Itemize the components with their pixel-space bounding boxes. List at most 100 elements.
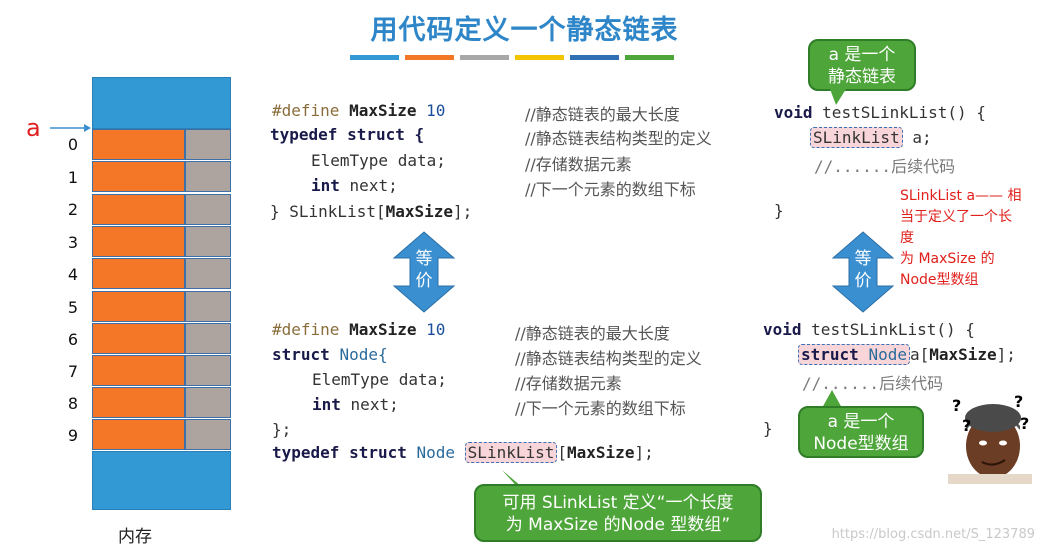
- memory-cell-next: [185, 194, 231, 225]
- code-line-typedef: typedef struct {: [270, 125, 425, 144]
- memory-cell-data: [92, 387, 185, 418]
- memory-index: 0: [67, 135, 79, 154]
- code-token: 10: [426, 101, 446, 120]
- equivalent-label-char: 价: [854, 271, 872, 291]
- node-array-bubble-pointer: [822, 390, 842, 408]
- right-code-line-func: void testSLinkList() {: [774, 103, 986, 122]
- code-line-data: ElemType data;: [311, 151, 446, 170]
- note-line: 当于定义了一个长: [900, 209, 1012, 225]
- code-token: } SLinkList[: [270, 202, 386, 221]
- equivalent-label: 等 价: [831, 248, 895, 292]
- memory-index: 3: [67, 233, 79, 252]
- equivalent-label: 等 价: [392, 248, 456, 292]
- code-line-next: int next;: [312, 395, 399, 414]
- memory-index: 8: [67, 394, 79, 413]
- right-code-line-comment: //......后续代码: [814, 157, 956, 176]
- right-code-line-close: }: [763, 419, 773, 438]
- highlight-slinklist: SLinkList: [464, 442, 558, 463]
- memory-cell-next: [185, 226, 231, 257]
- question-mark: ?: [952, 396, 962, 415]
- code-token: void: [763, 320, 802, 339]
- equivalent-label-char: 等: [854, 249, 872, 269]
- memory-cell-data: [92, 419, 185, 450]
- code-token: Node: [868, 345, 907, 364]
- bubble-line: 静态链表: [828, 67, 896, 87]
- code-line-next: int next;: [311, 176, 398, 195]
- code-token: MaxSize: [929, 345, 997, 364]
- memory-cell-data: [92, 258, 185, 289]
- code-line-data: ElemType data;: [312, 370, 447, 389]
- code-comment: //静态链表结构类型的定义: [525, 129, 712, 148]
- question-mark: ?: [1014, 392, 1024, 411]
- memory-cell-data: [92, 355, 185, 386]
- right-code-line-comment: //......后续代码: [802, 374, 944, 393]
- highlight-struct-node: struct Node: [798, 344, 910, 365]
- code-comment: //静态链表的最大长度: [515, 324, 670, 343]
- code-line-define: #define MaxSize 10: [272, 101, 445, 120]
- question-mark: ?: [962, 416, 972, 435]
- note-line: Node型数组: [900, 272, 979, 288]
- accent-bar: [460, 55, 509, 60]
- code-token: typedef struct: [272, 443, 407, 462]
- code-line-typedef: typedef struct Node SLinkList[MaxSize];: [272, 442, 654, 463]
- memory-cell-next: [185, 419, 231, 450]
- question-mark: ?: [1020, 414, 1030, 433]
- memory-cell-next: [185, 258, 231, 289]
- memory-cell-data: [92, 194, 185, 225]
- code-token: ];: [996, 345, 1016, 364]
- equivalent-label-char: 价: [415, 271, 433, 291]
- node-array-bubble: a 是一个 Node型数组: [798, 406, 924, 458]
- explanation-note: SLinkList a—— 相 当于定义了一个长 度 为 MaxSize 的 N…: [900, 186, 1040, 291]
- memory-index: 7: [67, 362, 79, 381]
- code-token: 10: [426, 320, 446, 339]
- pointer-arrow: [50, 124, 91, 132]
- bubble-line: a 是一个: [828, 45, 896, 65]
- right-code-line-close: }: [774, 201, 784, 220]
- memory-cell-next: [185, 161, 231, 192]
- avatar-confused: ? ? ? ?: [948, 388, 1032, 484]
- code-token: struct: [801, 345, 859, 364]
- memory-cell-data: [92, 226, 185, 257]
- right-code-line-func: void testSLinkList() {: [763, 320, 975, 339]
- code-line-struct: struct Node{: [272, 345, 388, 364]
- memory-cell-next: [185, 355, 231, 386]
- accent-bar: [625, 55, 674, 60]
- memory-cell-data: [92, 323, 185, 354]
- code-comment: //静态链表结构类型的定义: [515, 349, 702, 368]
- note-line: SLinkList a—— 相: [900, 188, 1022, 204]
- code-comment: //存储数据元素: [525, 155, 632, 174]
- code-line-define: #define MaxSize 10: [272, 320, 445, 339]
- code-token: MaxSize: [567, 443, 635, 462]
- memory-index: 1: [67, 168, 79, 187]
- code-token: Node: [416, 443, 456, 462]
- code-token: void: [774, 103, 813, 122]
- memory-index: 2: [67, 200, 79, 219]
- code-token: ];: [453, 202, 473, 221]
- accent-bar: [515, 55, 564, 60]
- code-line-close: } SLinkList[MaxSize];: [270, 202, 472, 221]
- code-comment: //下一个元素的数组下标: [515, 399, 686, 418]
- memory-cell-next: [185, 291, 231, 322]
- equivalent-arrow: [392, 231, 456, 313]
- code-token: #define: [272, 101, 340, 120]
- code-token: next;: [349, 176, 398, 195]
- code-comment: //下一个元素的数组下标: [525, 180, 696, 199]
- memory-index: 9: [67, 426, 79, 445]
- page-title: 用代码定义一个静态链表: [370, 15, 679, 46]
- highlight-slinklist: SLinkList: [810, 127, 903, 148]
- memory-cell-data: [92, 129, 185, 160]
- memory-caption: 内存: [118, 527, 152, 547]
- code-token: a;: [912, 128, 932, 147]
- accent-bar: [570, 55, 619, 60]
- code-token: MaxSize: [349, 101, 417, 120]
- memory-cell-next: [185, 323, 231, 354]
- bubble-line: a 是一个: [827, 412, 895, 432]
- watermark: https://blog.csdn.net/S_123789: [831, 527, 1035, 542]
- code-token: ];: [634, 443, 654, 462]
- accent-bar: [350, 55, 399, 60]
- memory-block-top: [92, 77, 231, 129]
- code-comment: //存储数据元素: [515, 374, 622, 393]
- memory-index: 4: [67, 265, 79, 284]
- accent-bar: [405, 55, 454, 60]
- code-token: [: [557, 443, 568, 462]
